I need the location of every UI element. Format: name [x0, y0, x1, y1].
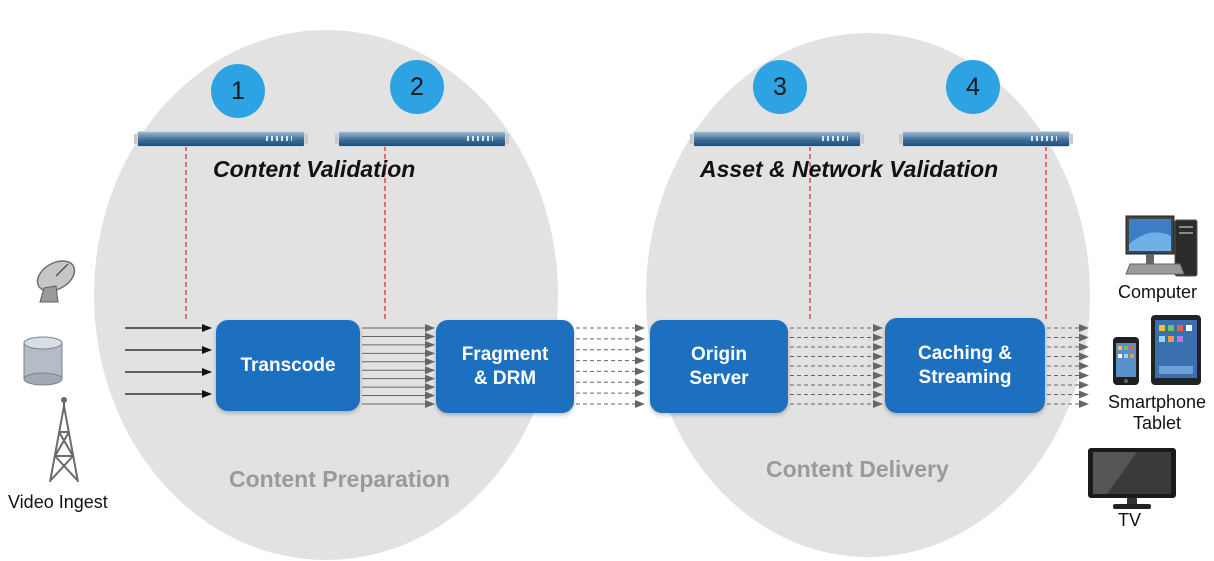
storage-cylinder-icon [23, 336, 63, 386]
origin-label-line1: Origin [691, 343, 747, 365]
probe-appliance-1 [134, 131, 308, 147]
caching-streaming-box: Caching & Streaming [885, 318, 1045, 413]
fragment-drm-box: Fragment & DRM [436, 320, 574, 413]
tv-icon [1088, 448, 1176, 509]
video-ingest-label: Video Ingest [8, 492, 108, 512]
transcode-to-fragment-arrows [362, 324, 435, 408]
probe-appliance-2 [335, 131, 509, 147]
smartphone-label: Smartphone [1108, 392, 1207, 412]
step-badge-4: 4 [946, 60, 1000, 114]
smartphone-icon [1113, 337, 1139, 385]
probe-appliance-3 [690, 131, 864, 147]
content-delivery-label: Content Delivery [766, 456, 949, 482]
transcode-box: Transcode [216, 320, 360, 411]
step-badge-3: 3 [753, 60, 807, 114]
broadcast-tower-icon [49, 397, 79, 483]
computer-label: Computer [1118, 282, 1198, 302]
fragment-to-origin-arrows [576, 324, 645, 408]
content-validation-label: Content Validation [213, 156, 416, 182]
tv-label: TV [1118, 510, 1142, 530]
origin-server-box: Origin Server [650, 320, 788, 413]
computer-icon [1125, 215, 1198, 277]
step-badge-1: 1 [211, 64, 265, 118]
step-badge-2: 2 [390, 60, 444, 114]
content-preparation-label: Content Preparation [229, 466, 451, 492]
tablet-icon [1151, 315, 1201, 385]
tablet-label: Tablet [1133, 413, 1182, 433]
transcode-label: Transcode [240, 354, 336, 376]
caching-label-line2: Streaming [918, 366, 1012, 388]
content-delivery-region [646, 33, 1090, 557]
asset-network-validation-label: Asset & Network Validation [700, 156, 999, 182]
satellite-dish-icon [36, 260, 76, 303]
caching-label-line1: Caching & [918, 342, 1012, 364]
content-preparation-region [94, 30, 558, 560]
origin-to-caching-arrows [790, 324, 883, 408]
ingest-arrows [125, 324, 212, 398]
probe-appliance-4 [899, 131, 1073, 147]
fragment-label-line2: & DRM [473, 367, 537, 389]
probe-lines [185, 146, 1047, 322]
fragment-label-line1: Fragment [461, 343, 549, 365]
origin-label-line2: Server [689, 367, 749, 389]
